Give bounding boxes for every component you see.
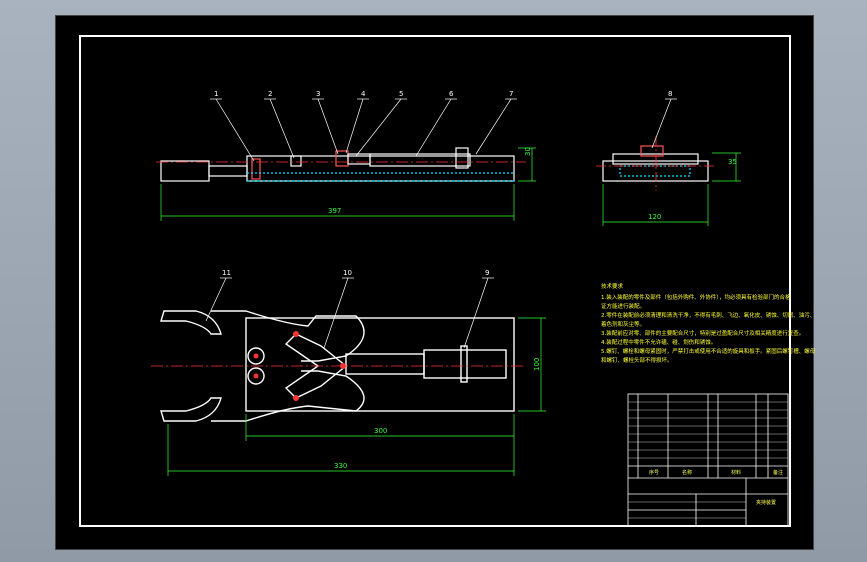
dim-plan-inner-length: 300 [374,427,387,435]
pin-markers [253,331,346,401]
dim-top-height: 30 [524,147,532,156]
notes-line-1: 1.装入装配的零件及部件（包括外购件、外协件），均必须具有检验部门的合格 [601,293,791,301]
pin-lower [247,367,265,385]
link-rod [208,165,248,177]
label-part-7: 7 [509,90,513,98]
jaw-upper [160,310,222,335]
drawing-title: 夹持装置 [756,499,776,506]
label-part-10: 10 [343,269,352,277]
leaders-plan [205,277,494,349]
cylinder-body [246,155,515,182]
bom-header-seq: 序号 [649,469,659,476]
side-view [596,136,716,191]
label-part-3: 3 [316,90,320,98]
part-7 [455,147,469,169]
title-block [627,393,789,527]
label-part-9: 9 [485,269,489,277]
notes-line-5: 3.装配前应对零、部件的主要配合尺寸，特别是过盈配合尺寸及相关精度进行复查。 [601,329,804,337]
side-view-dimensions [602,152,741,226]
front-view-dimensions [160,147,536,221]
finger-lower [211,370,365,422]
plan-view [151,310,526,422]
bom-header-material: 材料 [731,469,741,476]
dim-side-height: 35 [728,158,737,166]
label-part-4: 4 [361,90,366,98]
cad-drawing-canvas: 1 2 3 4 5 6 7 397 30 8 120 35 [55,15,816,550]
label-part-2: 2 [268,90,272,98]
base-plate [245,317,515,412]
drawing-frame [79,35,791,527]
label-part-1: 1 [214,90,218,98]
dim-side-width: 120 [648,213,661,221]
bom-rows [628,401,788,519]
notes-line-6: 4.装配过程中零件不允许磕、碰、划伤和锈蚀。 [601,338,716,346]
bom-header-remark: 备注 [773,469,783,476]
label-part-8: 8 [668,90,672,98]
part-9 [460,345,468,383]
dim-plan-height: 100 [533,358,541,371]
part-1 [251,158,261,180]
part-2 [290,155,302,167]
label-part-11: 11 [222,269,231,277]
label-part-5: 5 [399,90,403,98]
jaw-lower [160,397,222,422]
piston-rod [369,153,471,167]
notes-line-8: 和螺钉、螺栓头部不得损坏。 [601,356,673,364]
pin-upper [247,347,265,365]
dim-plan-total-length: 330 [334,462,347,470]
drawing-sheet: 1 2 3 4 5 6 7 397 30 8 120 35 [79,35,816,527]
connecting-rod [345,353,425,375]
notes-title: 技术要求 [601,282,624,290]
technical-notes: 技术要求 1.装入装配的零件及部件（包括外购件、外协件），均必须具有检验部门的合… [601,282,816,364]
plan-view-dimensions [167,317,546,476]
finger-upper [211,310,365,362]
notes-line-4: 着色剂和灰尘等。 [601,320,645,328]
notes-line-2: 证方能进行装配。 [601,302,645,310]
side-body [602,160,709,182]
front-view [156,147,526,182]
dim-top-length: 397 [328,207,341,215]
part-8 [640,145,664,157]
label-part-6: 6 [449,90,454,98]
bom-header-name: 名称 [682,469,692,476]
gripper-end-block [160,160,210,182]
notes-line-7: 5.螺钉、螺栓和螺母紧固时，严禁打击或使用不合适的旋具和扳手。紧固后螺钉槽、螺母 [601,347,816,355]
notes-line-3: 2.零件在装配前必须清理和清洗干净，不得有毛刺、飞边、氧化皮、锈蚀、切屑、油污、 [601,311,815,319]
side-top-plate [612,153,699,165]
leaders-top [210,98,517,162]
cylinder-plan [423,349,507,379]
